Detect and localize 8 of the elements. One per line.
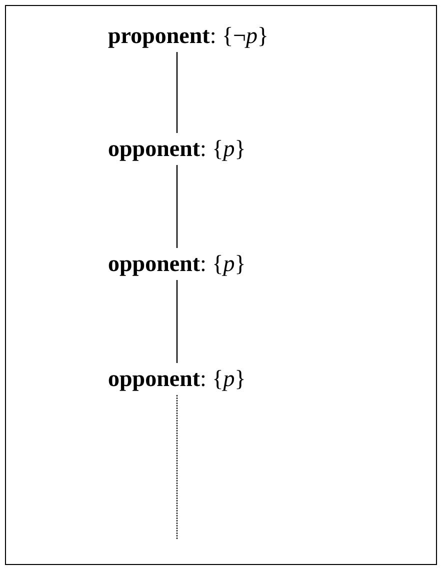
connector-line [176, 165, 178, 248]
dotted-line [176, 394, 178, 540]
connector-line [176, 280, 178, 363]
text-label: opponent: {p} [108, 135, 246, 163]
text-label: proponent: {¬p} [108, 22, 269, 50]
connector-line [176, 52, 178, 133]
text-label: opponent: {p} [108, 250, 246, 278]
text-label: opponent: {p} [108, 365, 246, 393]
